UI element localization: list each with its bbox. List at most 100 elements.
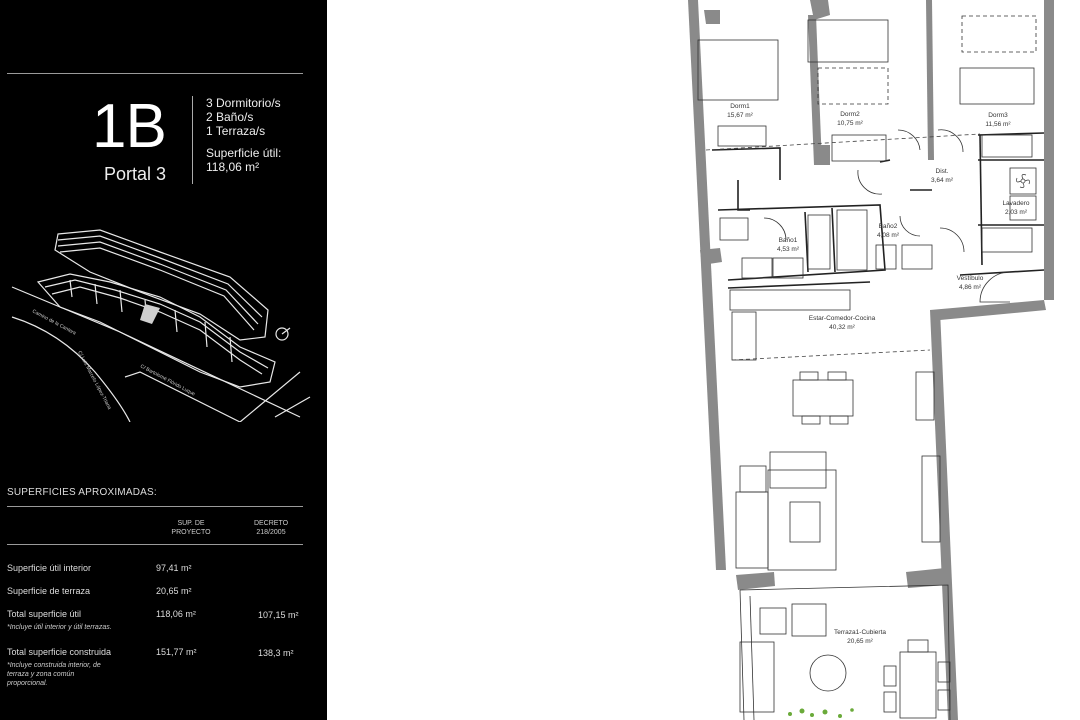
sofa	[735, 491, 769, 569]
shower	[807, 214, 831, 270]
site-plan: Camino de la Cantera C/ Luis Marcelo Lóp…	[11, 229, 311, 422]
bedrooms-count: 3 Dormitorio/s	[206, 96, 281, 110]
door-swing	[899, 215, 921, 237]
dryer	[1009, 195, 1037, 221]
plants	[788, 708, 854, 718]
top-divider	[7, 73, 303, 74]
room-label: Dorm3	[988, 112, 1008, 119]
wardrobe	[831, 134, 887, 162]
room-area: 20,65 m²	[847, 638, 873, 645]
summary-divider	[192, 96, 193, 184]
room-label: Terraza1-Cubierta	[834, 629, 886, 636]
chair	[883, 691, 897, 713]
chair	[937, 661, 951, 683]
column-header-decreto: DECRETO 218/2005	[253, 520, 289, 536]
terrace-chair	[791, 603, 827, 637]
street-label: C/ Luis Marcelo López-Triana	[76, 350, 112, 411]
unit-summary: 3 Dormitorio/s 2 Baño/s 1 Terraza/s Supe…	[206, 96, 281, 174]
kitchen-counter	[731, 311, 757, 361]
room-label: Baño1	[779, 237, 798, 244]
terrace-sofa	[739, 641, 775, 713]
sink	[741, 257, 773, 279]
street-line	[274, 396, 311, 418]
chair	[907, 639, 929, 653]
column-header-proyecto: SUP. DE PROYECTO	[171, 520, 211, 536]
door-swing	[939, 227, 965, 253]
upper-building	[54, 229, 269, 341]
wardrobe	[981, 134, 1033, 158]
room-label: Baño2	[879, 223, 898, 230]
useful-area-label: Superficie útil:	[206, 146, 282, 160]
chair	[829, 415, 849, 425]
interior-walls	[711, 132, 1045, 289]
furniture	[697, 15, 1037, 719]
bathtub	[719, 217, 749, 241]
room-area: 15,67 m²	[727, 112, 753, 119]
door-swing	[937, 129, 964, 153]
terraces-count: 1 Terraza/s	[206, 124, 266, 138]
door-swing	[857, 169, 883, 195]
room-label: Estar-Comedor-Cocina	[809, 315, 876, 322]
unit-highlight	[140, 304, 160, 324]
room-area: 40,32 m²	[829, 324, 855, 331]
cabinet	[915, 371, 935, 421]
north-arrow-icon	[275, 327, 289, 341]
bathrooms-count: 2 Baño/s	[206, 110, 254, 124]
floor-plan: Dorm1 15,67 m² Dorm2 10,75 m² Dorm3 11,5…	[688, 0, 1054, 720]
unit-code: 1B	[92, 92, 167, 161]
room-area: 3,64 m²	[931, 177, 954, 184]
surfaces-divider	[7, 506, 303, 507]
rug	[767, 469, 837, 571]
room-label: Dorm2	[840, 111, 860, 118]
surfaces-title: SUPERFICIES APROXIMADAS:	[7, 487, 157, 498]
armchair	[739, 465, 767, 493]
dining-table	[792, 379, 854, 417]
street-line	[11, 316, 131, 422]
kitchen-counter	[729, 289, 851, 311]
useful-area-value: 118,06 m²	[206, 160, 260, 174]
terrace-table	[899, 651, 937, 719]
toilet	[875, 244, 897, 270]
header-divider	[7, 544, 303, 545]
room-area: 4,08 m²	[877, 232, 900, 239]
chair	[801, 415, 821, 425]
street-label: C/ Bartolomé Flórido Luque	[139, 363, 196, 397]
room-area: 2,03 m²	[1005, 209, 1028, 216]
room-area: 4,53 m²	[777, 246, 800, 253]
door-swing	[763, 217, 787, 241]
info-panel: 1B Portal 3 3 Dormitorio/s 2 Baño/s 1 Te…	[0, 0, 327, 720]
chair	[827, 371, 847, 381]
bed-dorm1	[697, 39, 779, 101]
street-line	[124, 371, 241, 422]
fan-icon	[1016, 174, 1030, 188]
bed-dorm2-alt	[817, 67, 889, 105]
wardrobe	[981, 227, 1033, 253]
room-label: Dist.	[936, 168, 949, 175]
chair	[883, 665, 897, 687]
room-area: 4,86 m²	[959, 284, 982, 291]
bathtub	[836, 209, 868, 271]
tv-unit	[921, 455, 941, 543]
entrance-door	[979, 271, 1011, 303]
wardrobe	[717, 125, 767, 147]
street-label: Camino de la Cantera	[31, 308, 77, 336]
sink	[772, 257, 804, 279]
room-label: Dorm1	[730, 103, 750, 110]
portal-label: Portal 3	[104, 164, 167, 184]
bed-dorm3	[959, 67, 1035, 105]
doors	[763, 129, 1011, 303]
terrace-railing	[739, 584, 951, 720]
bed-dorm2	[807, 19, 889, 63]
room-label: Vestíbulo	[957, 275, 984, 282]
lower-building	[36, 273, 276, 388]
terrace-chair	[759, 607, 787, 635]
washing-machine	[1009, 167, 1037, 195]
room-label: Lavadero	[1002, 200, 1029, 207]
walls	[688, 0, 1054, 720]
sink	[901, 244, 933, 270]
terrace-table-round	[809, 654, 847, 692]
door-swing	[897, 129, 921, 151]
street-line	[239, 371, 301, 422]
bed-dorm3-alt	[961, 15, 1037, 53]
coffee-table	[789, 501, 821, 543]
